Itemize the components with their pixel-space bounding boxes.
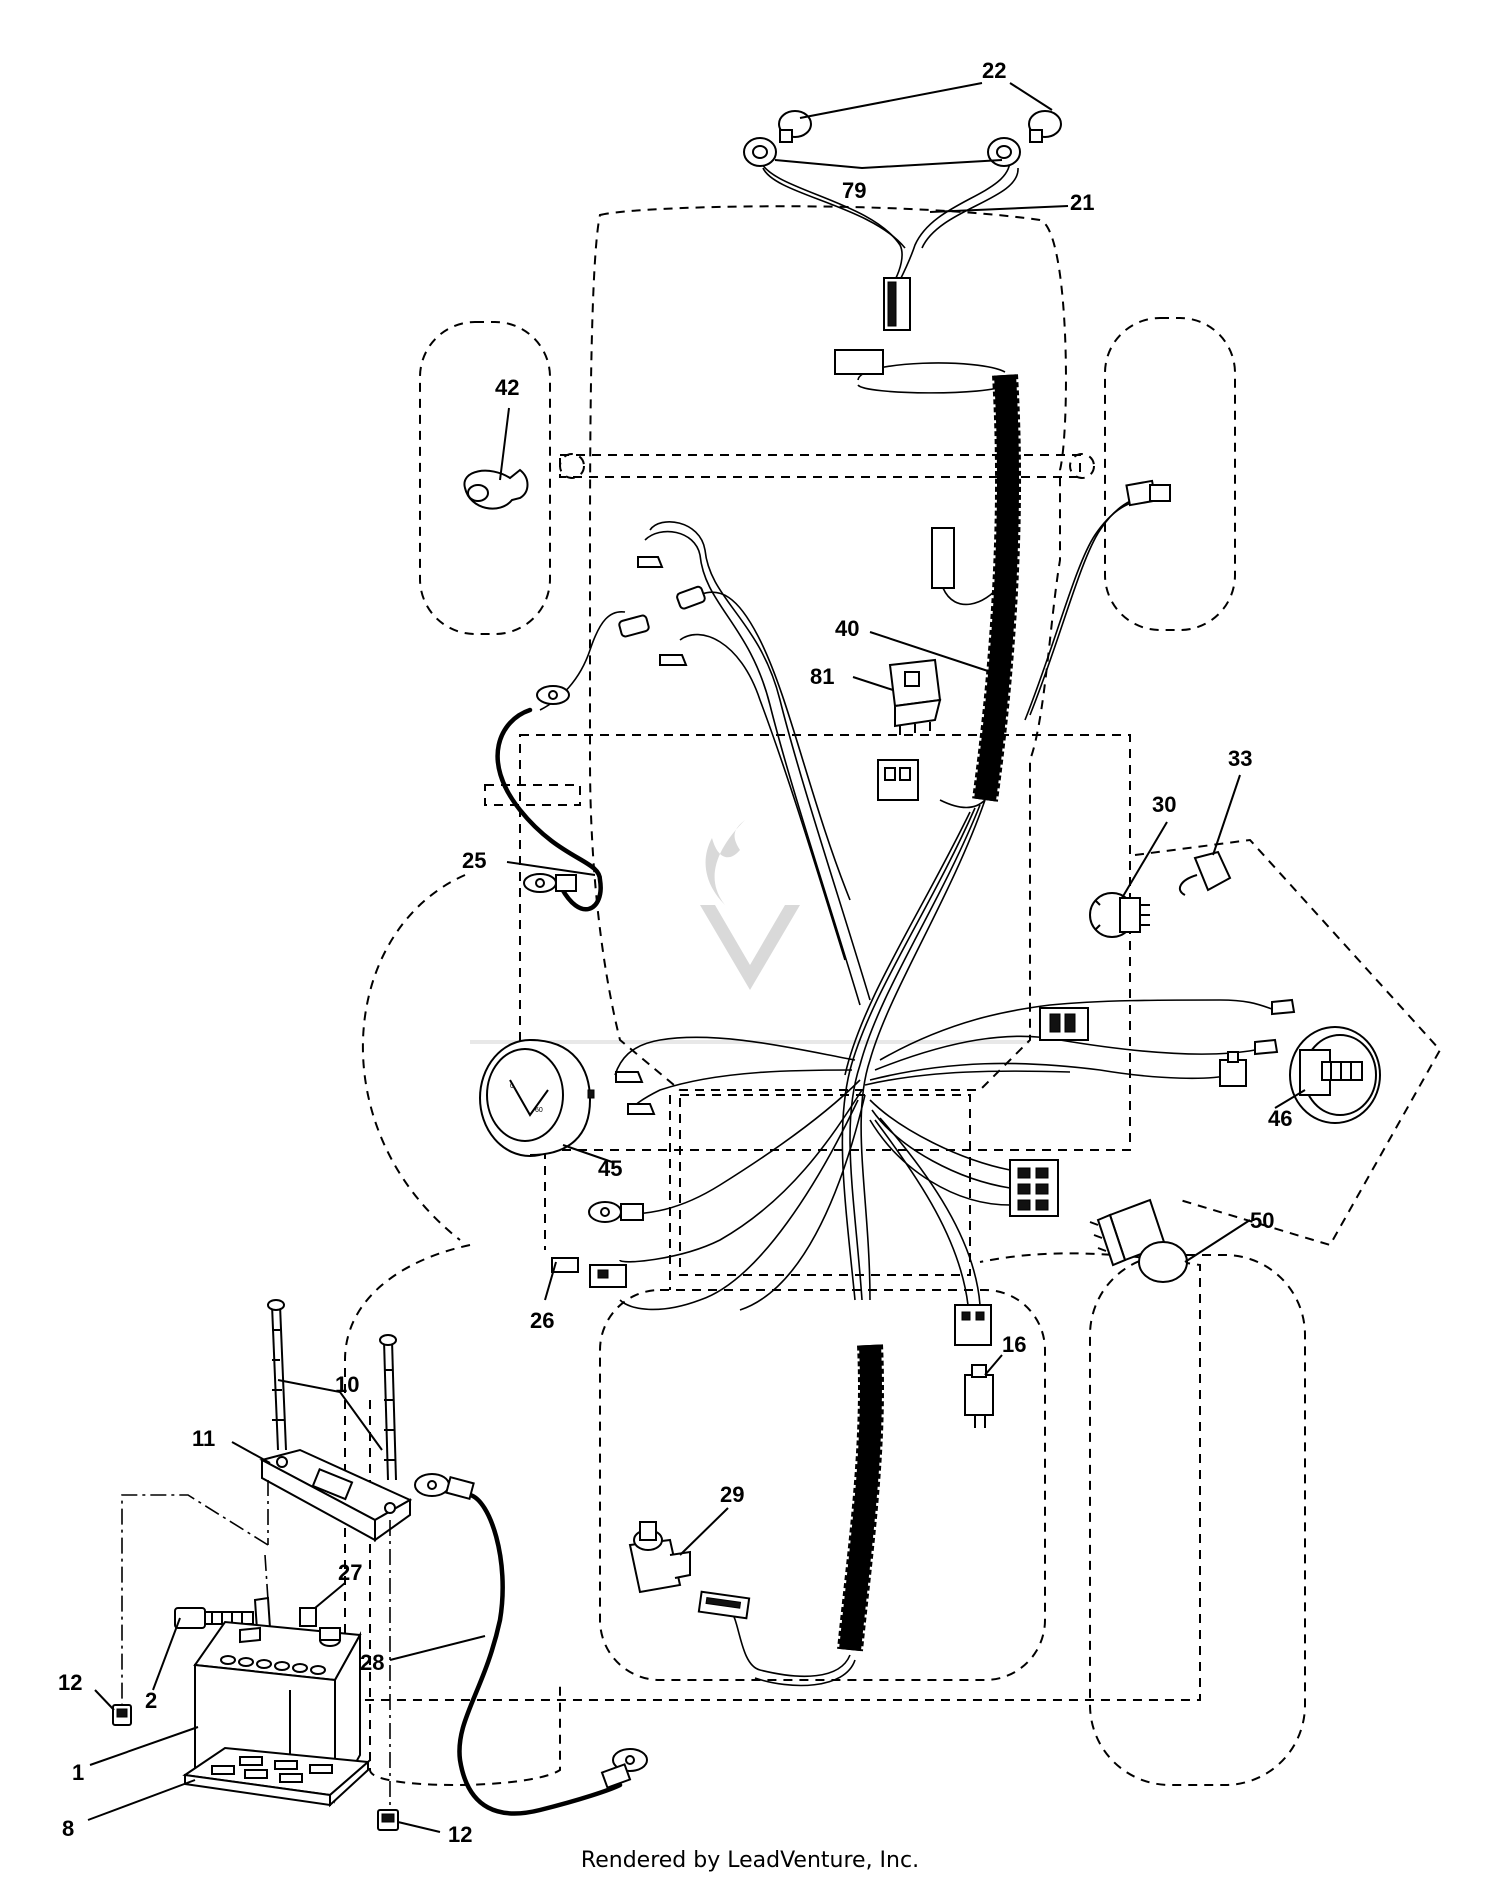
headlight-bulb-right [1028, 110, 1062, 143]
label-30: 30 [1152, 792, 1176, 817]
label-12-right: 12 [448, 1822, 472, 1847]
ignition-key [1178, 850, 1232, 896]
battery-tray [182, 1746, 371, 1808]
leader-lines [87, 82, 1306, 1833]
gauge-terminals [615, 1071, 656, 1115]
label-50: 50 [1250, 1208, 1274, 1233]
dash-terminals [1254, 998, 1296, 1056]
label-25: 25 [462, 848, 486, 873]
label-11: 11 [192, 1426, 215, 1451]
clip-left [112, 1704, 132, 1726]
pto-switch [1089, 1198, 1188, 1283]
ammeter-gauge: 0 60 [479, 1039, 595, 1157]
label-22: 22 [982, 58, 1006, 83]
label-46: 46 [1268, 1106, 1292, 1131]
label-29: 29 [720, 1482, 744, 1507]
terminal-bolt-and-nut [174, 1596, 317, 1632]
label-26: 26 [530, 1308, 554, 1333]
harness-terminals [618, 556, 706, 666]
eight-pin-connector [1009, 1159, 1059, 1217]
battery-cable [414, 1473, 648, 1816]
relay-connector [877, 759, 919, 801]
seat-switch [964, 1364, 994, 1428]
ring-terminal [588, 1201, 644, 1223]
label-10: 10 [335, 1372, 359, 1397]
clip-right [377, 1809, 399, 1831]
ignition-switch [1089, 892, 1150, 938]
starter-solenoid [628, 1521, 691, 1594]
harness-connector-top [834, 349, 884, 375]
solenoid-connector [697, 1590, 751, 1620]
seat-switch-plug [954, 1304, 992, 1346]
battery-hold-down [259, 1299, 413, 1542]
label-8: 8 [62, 1816, 74, 1841]
label-27: 27 [338, 1560, 362, 1585]
headlight-socket-right [987, 137, 1021, 167]
fuse-holder [551, 1257, 627, 1288]
part-labels: 22 79 21 42 40 81 33 30 25 45 46 50 26 1… [58, 58, 1292, 1847]
ground-cable-eyelet-top [536, 685, 570, 705]
leadventure-watermark [470, 820, 1030, 1044]
label-81: 81 [810, 664, 834, 689]
headlight-socket-left [743, 137, 777, 167]
battery-cable-eyelet-top [414, 1473, 475, 1501]
label-28: 28 [360, 1650, 384, 1675]
label-21: 21 [1070, 190, 1094, 215]
main-harness [609, 349, 1276, 1687]
light-switch-connector [1219, 1051, 1247, 1087]
label-12-left: 12 [58, 1670, 82, 1695]
headlight-assembly [743, 110, 1062, 331]
ground-cable-eyelet-bottom [523, 873, 577, 893]
ignition-connector [1039, 1007, 1089, 1041]
tractor-outline [344, 205, 1442, 1786]
battery-cable-eyelet-bottom [600, 1748, 648, 1789]
harness-connector-plug [931, 527, 955, 589]
label-33: 33 [1228, 746, 1252, 771]
svg-text:60: 60 [535, 1107, 543, 1114]
headlight-bulb-left [778, 110, 812, 143]
ground-cable [495, 611, 626, 912]
grommet-part [463, 468, 529, 510]
hour-meter [1289, 1026, 1381, 1124]
label-42: 42 [495, 375, 519, 400]
spiral-wrap [972, 374, 1022, 802]
footer-credit: Rendered by LeadVenture, Inc. [580, 1848, 920, 1873]
label-1: 1 [72, 1760, 84, 1785]
label-16: 16 [1002, 1332, 1026, 1357]
label-79: 79 [842, 178, 866, 203]
label-45: 45 [598, 1156, 622, 1181]
label-40: 40 [835, 616, 859, 641]
relay [888, 658, 942, 735]
seat-switch-connector [1125, 479, 1171, 507]
label-2: 2 [145, 1688, 157, 1713]
spiral-wrap-lower [837, 1344, 884, 1652]
svg-text:0: 0 [510, 1083, 514, 1090]
alignment-lines [121, 1480, 391, 1820]
